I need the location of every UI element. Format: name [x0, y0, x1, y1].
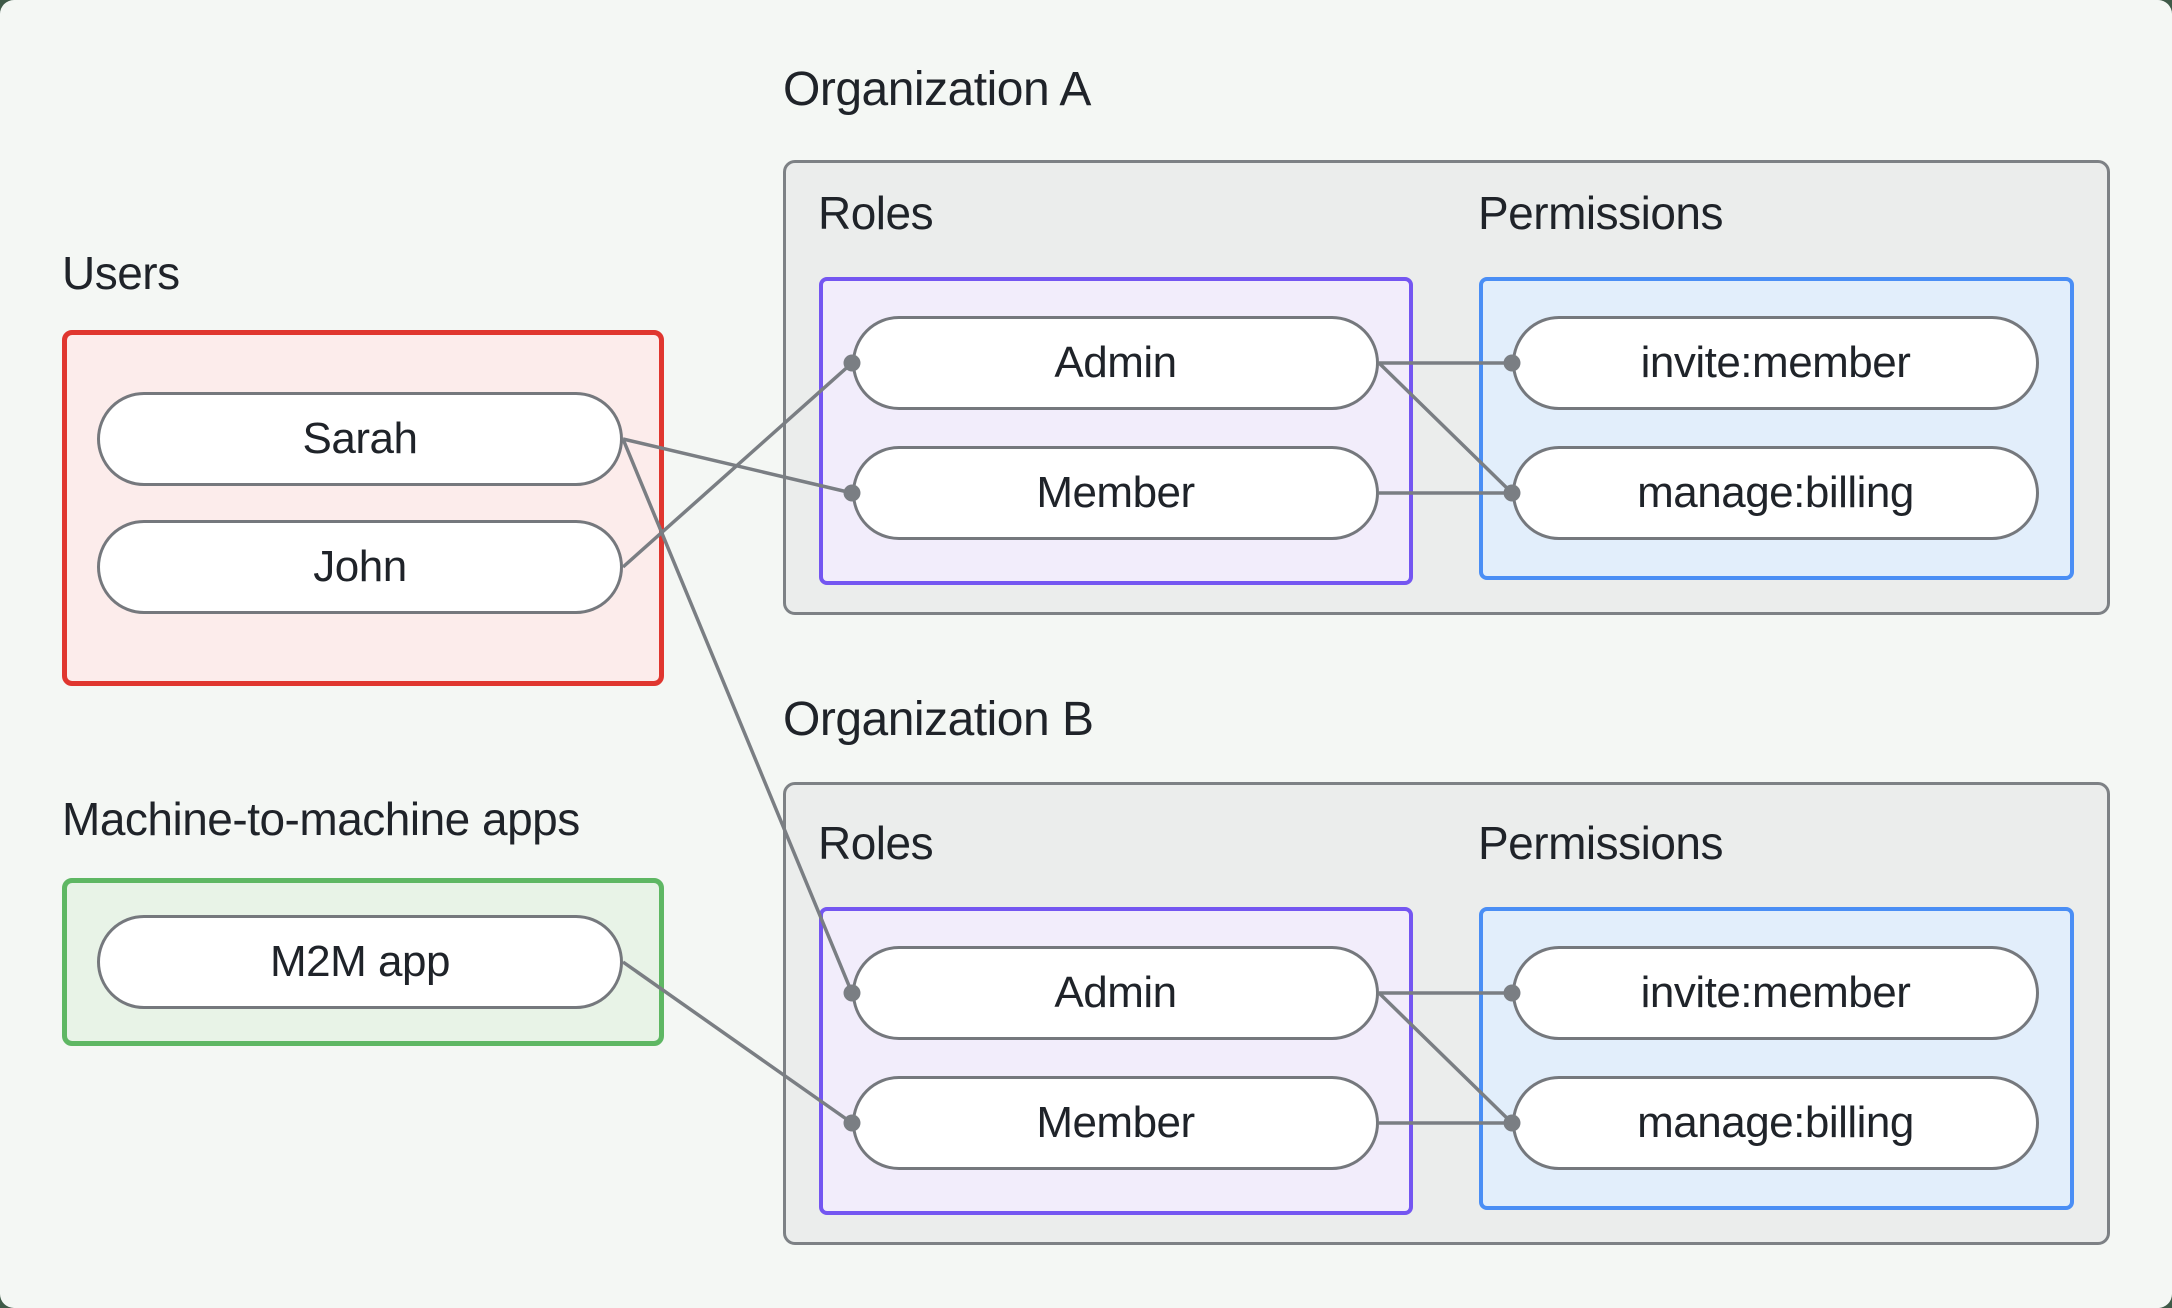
org-a-roles-label: Roles: [818, 187, 934, 239]
user-node-sarah: Sarah: [97, 392, 623, 486]
role-node-orga-admin: Admin: [852, 316, 1379, 410]
role-node-orgb-admin-label: Admin: [1054, 968, 1177, 1017]
m2m-node: M2M app: [97, 915, 623, 1009]
role-node-orgb-member: Member: [852, 1076, 1379, 1170]
user-node-john: John: [97, 520, 623, 614]
users-section-label: Users: [62, 247, 180, 299]
role-node-orga-admin-label: Admin: [1054, 338, 1177, 387]
m2m-section-label: Machine-to-machine apps: [62, 793, 580, 845]
role-node-orga-member: Member: [852, 446, 1379, 540]
role-node-orgb-member-label: Member: [1036, 1098, 1195, 1147]
role-node-orga-member-label: Member: [1036, 468, 1195, 517]
user-node-john-label: John: [313, 542, 407, 591]
user-node-sarah-label: Sarah: [302, 414, 418, 463]
org-a-permissions-label: Permissions: [1478, 187, 1724, 239]
users-group-box: [62, 330, 664, 686]
permission-node-orga-invite-member-label: invite:member: [1640, 338, 1911, 387]
permission-node-orgb-invite-member-label: invite:member: [1640, 968, 1911, 1017]
permission-node-orga-manage-billing: manage:billing: [1512, 446, 2039, 540]
permission-node-orgb-invite-member: invite:member: [1512, 946, 2039, 1040]
org-b-label: Organization B: [783, 693, 1094, 746]
permission-node-orgb-manage-billing-label: manage:billing: [1637, 1098, 1914, 1147]
org-a-label: Organization A: [783, 63, 1091, 116]
org-b-permissions-label: Permissions: [1478, 817, 1724, 869]
permission-node-orga-manage-billing-label: manage:billing: [1637, 468, 1914, 517]
permission-node-orga-invite-member: invite:member: [1512, 316, 2039, 410]
m2m-node-label: M2M app: [270, 937, 450, 986]
org-b-roles-label: Roles: [818, 817, 934, 869]
permission-node-orgb-manage-billing: manage:billing: [1512, 1076, 2039, 1170]
role-node-orgb-admin: Admin: [852, 946, 1379, 1040]
